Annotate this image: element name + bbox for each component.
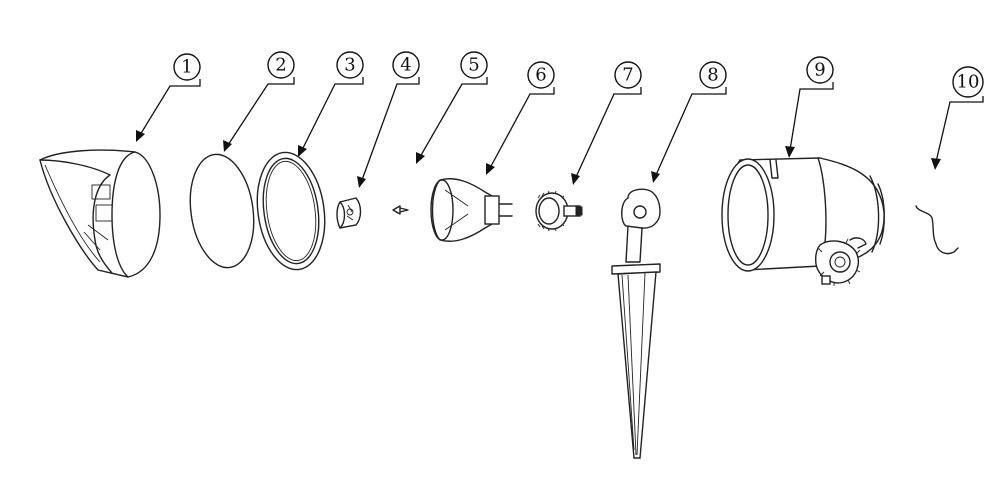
- callout-7: 7: [571, 61, 642, 185]
- callout-number-6: 6: [535, 65, 546, 86]
- callout-5: 5: [416, 51, 488, 164]
- part-6-reflector-lamp: [430, 178, 513, 242]
- part-10-wire-spring: [915, 205, 959, 255]
- part-9-lamp-housing: [721, 157, 885, 286]
- callout-10: 10: [931, 66, 984, 170]
- callout-number-8: 8: [707, 65, 718, 86]
- callout-number-7: 7: [622, 65, 633, 86]
- callout-4: 4: [357, 51, 420, 188]
- part-7-lamp-socket: [535, 190, 583, 232]
- callout-number-10: 10: [957, 72, 980, 93]
- part-1-glare-shroud: [39, 149, 161, 278]
- callout-number-9: 9: [814, 60, 825, 81]
- callout-number-2: 2: [275, 55, 286, 76]
- callout-number-1: 1: [181, 57, 192, 78]
- part-8-ground-spike: [611, 188, 661, 459]
- part-4-retaining-collar: [336, 197, 362, 229]
- callout-1: 1: [136, 53, 201, 142]
- callout-9: 9: [785, 56, 834, 158]
- callout-8: 8: [651, 61, 727, 183]
- part-3-sealing-ring: [256, 151, 326, 271]
- callout-number-3: 3: [344, 55, 355, 76]
- callout-number-5: 5: [468, 55, 479, 76]
- callout-6: 6: [486, 61, 555, 175]
- part-5-screw: [392, 205, 409, 215]
- callout-3: 3: [298, 51, 364, 157]
- callout-2: 2: [223, 51, 295, 152]
- part-2-glass-lens: [189, 153, 255, 269]
- callout-number-4: 4: [400, 55, 411, 76]
